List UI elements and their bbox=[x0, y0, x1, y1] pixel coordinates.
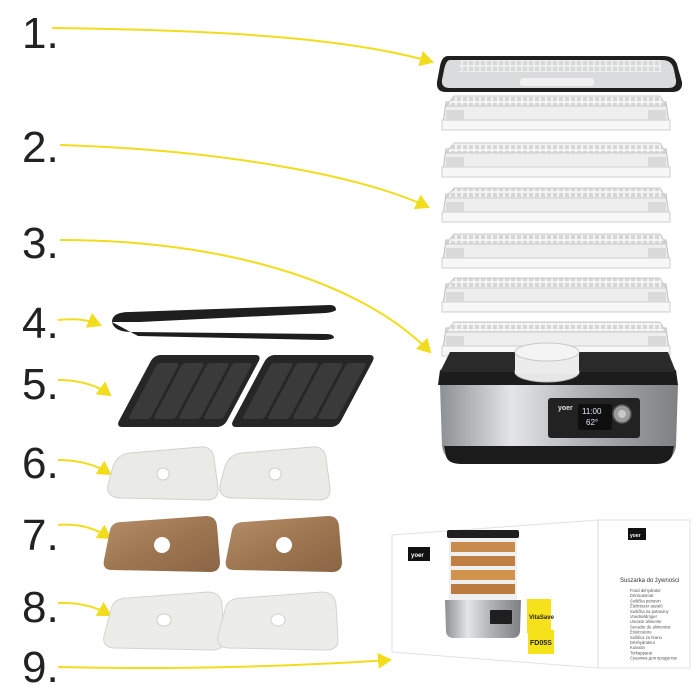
label-6: 6. bbox=[22, 439, 59, 488]
dehydrator-trays bbox=[441, 95, 671, 357]
arrow-6 bbox=[57, 459, 112, 476]
label-8: 8. bbox=[22, 583, 59, 632]
manual-logo: yoer bbox=[411, 553, 424, 559]
manual-language-line: Élelmiszer aszaló bbox=[630, 604, 663, 609]
arrow-7 bbox=[57, 523, 112, 540]
manual-language-line: Sušilica za hranu bbox=[630, 635, 663, 640]
manual-language-line: Déshydrateur bbox=[630, 640, 656, 645]
arrow-9 bbox=[57, 652, 392, 670]
manual-logo-right: yoer bbox=[630, 533, 641, 539]
fruit-roll-trays bbox=[118, 355, 374, 427]
label-5: 5. bbox=[22, 360, 59, 409]
arrow-8 bbox=[57, 601, 112, 617]
teflon-sheets bbox=[103, 516, 342, 572]
arrow-4 bbox=[57, 313, 102, 328]
manual-language-line: Kuivatin bbox=[630, 645, 646, 650]
badge-vitasave: VitaSave bbox=[529, 615, 555, 621]
roll-tray-left bbox=[118, 355, 260, 427]
user-manual: yoer yoer Suszarka do żywności Food dehy… bbox=[391, 519, 691, 669]
mesh-sheets bbox=[103, 591, 339, 651]
manual-dehydrator-image bbox=[445, 530, 521, 638]
manual-language-line: Secador de alimentos bbox=[630, 624, 671, 629]
tray-2 bbox=[441, 142, 671, 178]
roll-tray-right bbox=[232, 355, 374, 427]
label-7: 7. bbox=[22, 511, 59, 560]
manual-language-line: Torkapparat bbox=[630, 650, 653, 655]
brand-logo: yoer bbox=[558, 405, 573, 412]
manual-language-line: Uscator alimente bbox=[630, 619, 662, 624]
manual-language-line: Sušička na potraviny bbox=[630, 609, 670, 614]
arrow-1 bbox=[51, 27, 434, 67]
arrow-5 bbox=[57, 379, 112, 397]
arrow-3 bbox=[59, 239, 432, 354]
label-3: 3. bbox=[22, 219, 59, 268]
fleece-sheets bbox=[107, 446, 331, 501]
pointer-arrows bbox=[51, 27, 434, 670]
display-time: 11:00 bbox=[582, 407, 602, 416]
dehydrator-base: yoer 11:00 62° bbox=[438, 342, 678, 464]
display-temp: 62° bbox=[586, 418, 598, 427]
manual-language-line: Sušička potravin bbox=[630, 598, 661, 603]
tongs bbox=[112, 305, 336, 340]
tray-3 bbox=[441, 187, 671, 223]
tray-1 bbox=[441, 95, 671, 131]
dehydrator-lid bbox=[436, 56, 683, 92]
badge-model: FD05S bbox=[530, 640, 552, 647]
manual-language-line: Voedseldroger bbox=[630, 614, 658, 619]
label-1: 1. bbox=[22, 9, 59, 58]
manual-title: Suszarka do żywności bbox=[620, 578, 679, 584]
label-2: 2. bbox=[22, 123, 59, 172]
tray-5 bbox=[441, 277, 671, 313]
label-9: 9. bbox=[22, 643, 59, 692]
label-4: 4. bbox=[22, 299, 59, 348]
tray-4 bbox=[441, 233, 671, 269]
manual-language-line: Сушилка для продуктов bbox=[630, 656, 677, 661]
arrow-2 bbox=[59, 144, 430, 210]
manual-language-line: Dörrautomat bbox=[630, 593, 654, 598]
manual-language-line: Food dehydrator bbox=[630, 588, 661, 593]
manual-language-line: Essiccatore bbox=[630, 630, 652, 635]
